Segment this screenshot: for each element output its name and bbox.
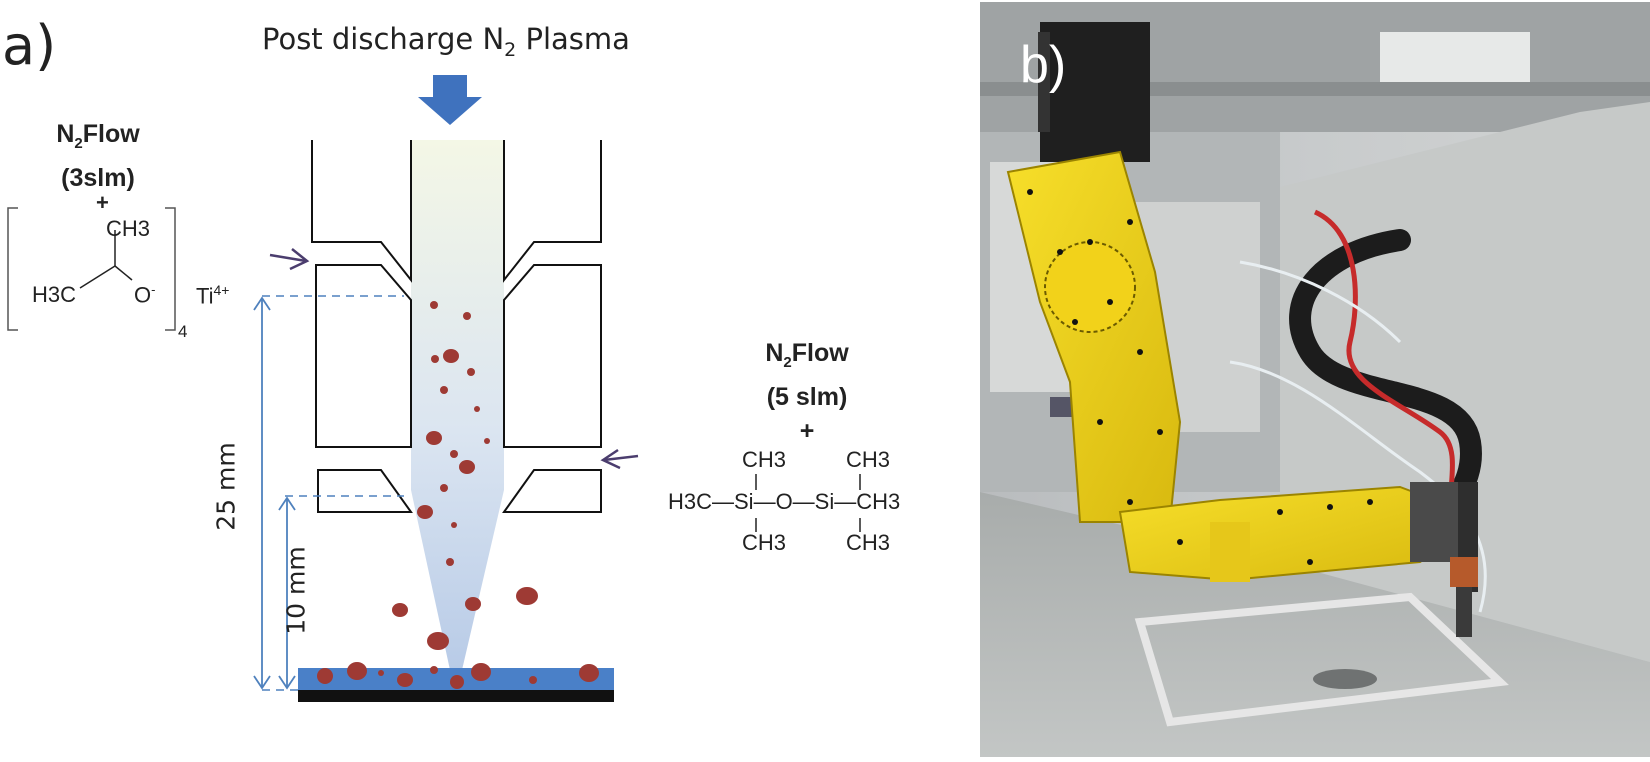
ttip-subscript: 4 [178,322,188,341]
dimension-arrows [253,296,296,690]
hmdso-ch3-bottom-left: CH3 [742,530,787,555]
left-n2-flow-label: N2Flow (3slm) [56,120,140,192]
reactor-schematic [253,75,639,702]
ttip-h3c: H3C [32,282,77,307]
ttip-oxygen: O- [134,282,156,308]
panel-b-photo: b) [980,2,1650,757]
hmdso-ch3-top-right: CH3 [846,447,891,472]
inlet-arrows [269,248,639,470]
right-n2-flow-label: N2Flow (5 slm) + [765,339,849,445]
ttip-brackets [7,207,176,331]
hmdso-main-chain: H3C—Si—O—Si—CH3 [668,489,901,514]
plasma-jet [411,140,504,670]
diagram-title: Post discharge N2 Plasma [262,22,630,61]
substrate-base [298,690,614,702]
dimension-25mm-label: 25 mm [211,442,241,531]
panel-a-label: a) [2,14,57,77]
robot-arm-photo: b) [980,2,1650,757]
panel-b-label: b) [1020,36,1066,94]
nanoparticles [317,301,599,689]
ttip-cation-charge: + [96,190,109,215]
hmdso-vertical-bonds [755,474,861,532]
dimension-reference-lines [262,295,404,691]
dimension-10mm-label: 10 mm [281,546,311,635]
ttip-titanium: Ti4+ [196,282,230,309]
hmdso-ch3-bottom-right: CH3 [846,530,891,555]
ttip-ch3: CH3 [106,216,151,241]
plasma-inlet-arrow [418,75,482,125]
hmdso-ch3-top-left: CH3 [742,447,787,472]
reactor-walls [311,140,602,513]
